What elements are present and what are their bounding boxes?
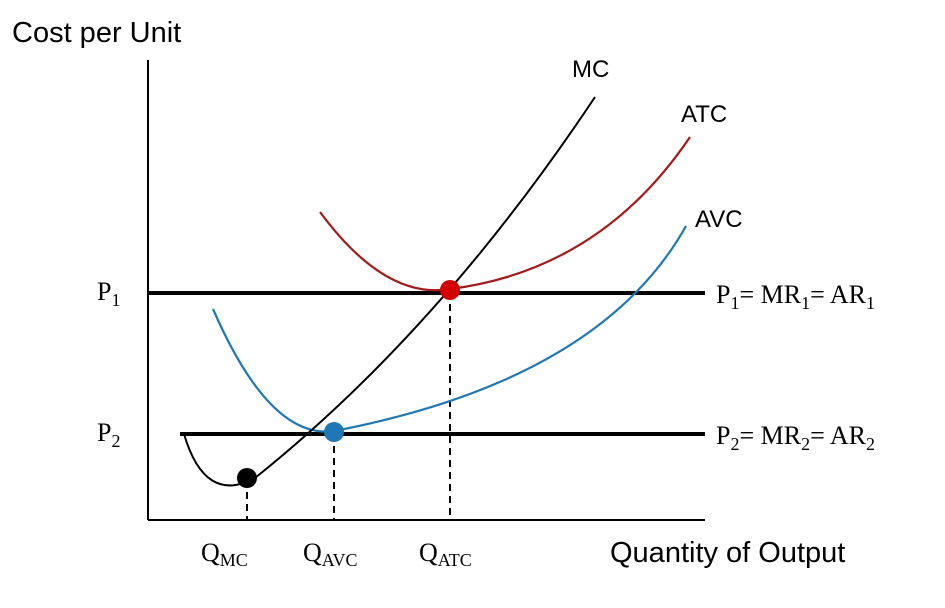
avc-label: AVC xyxy=(695,206,743,233)
q-avc-label: QAVC xyxy=(303,538,357,570)
p1-label: P1 xyxy=(97,277,120,310)
price-line-1-label: P1= MR1= AR1 xyxy=(716,280,875,313)
avc-minimum-point xyxy=(324,422,344,442)
mc-curve xyxy=(183,96,596,487)
mc-minimum-point xyxy=(237,468,257,488)
p2-label: P2 xyxy=(97,418,120,451)
q-atc-label: QATC xyxy=(419,538,472,570)
x-axis-label: Quantity of Output xyxy=(610,537,845,569)
price-line-2-label: P2= MR2= AR2 xyxy=(716,421,875,454)
avc-curve xyxy=(211,225,687,433)
q-mc-label: QMC xyxy=(201,538,248,570)
y-axis-label: Cost per Unit xyxy=(12,17,181,49)
atc-curve xyxy=(319,136,691,292)
atc-minimum-point xyxy=(440,280,460,300)
mc-label: MC xyxy=(572,56,609,83)
atc-label: ATC xyxy=(681,101,727,128)
